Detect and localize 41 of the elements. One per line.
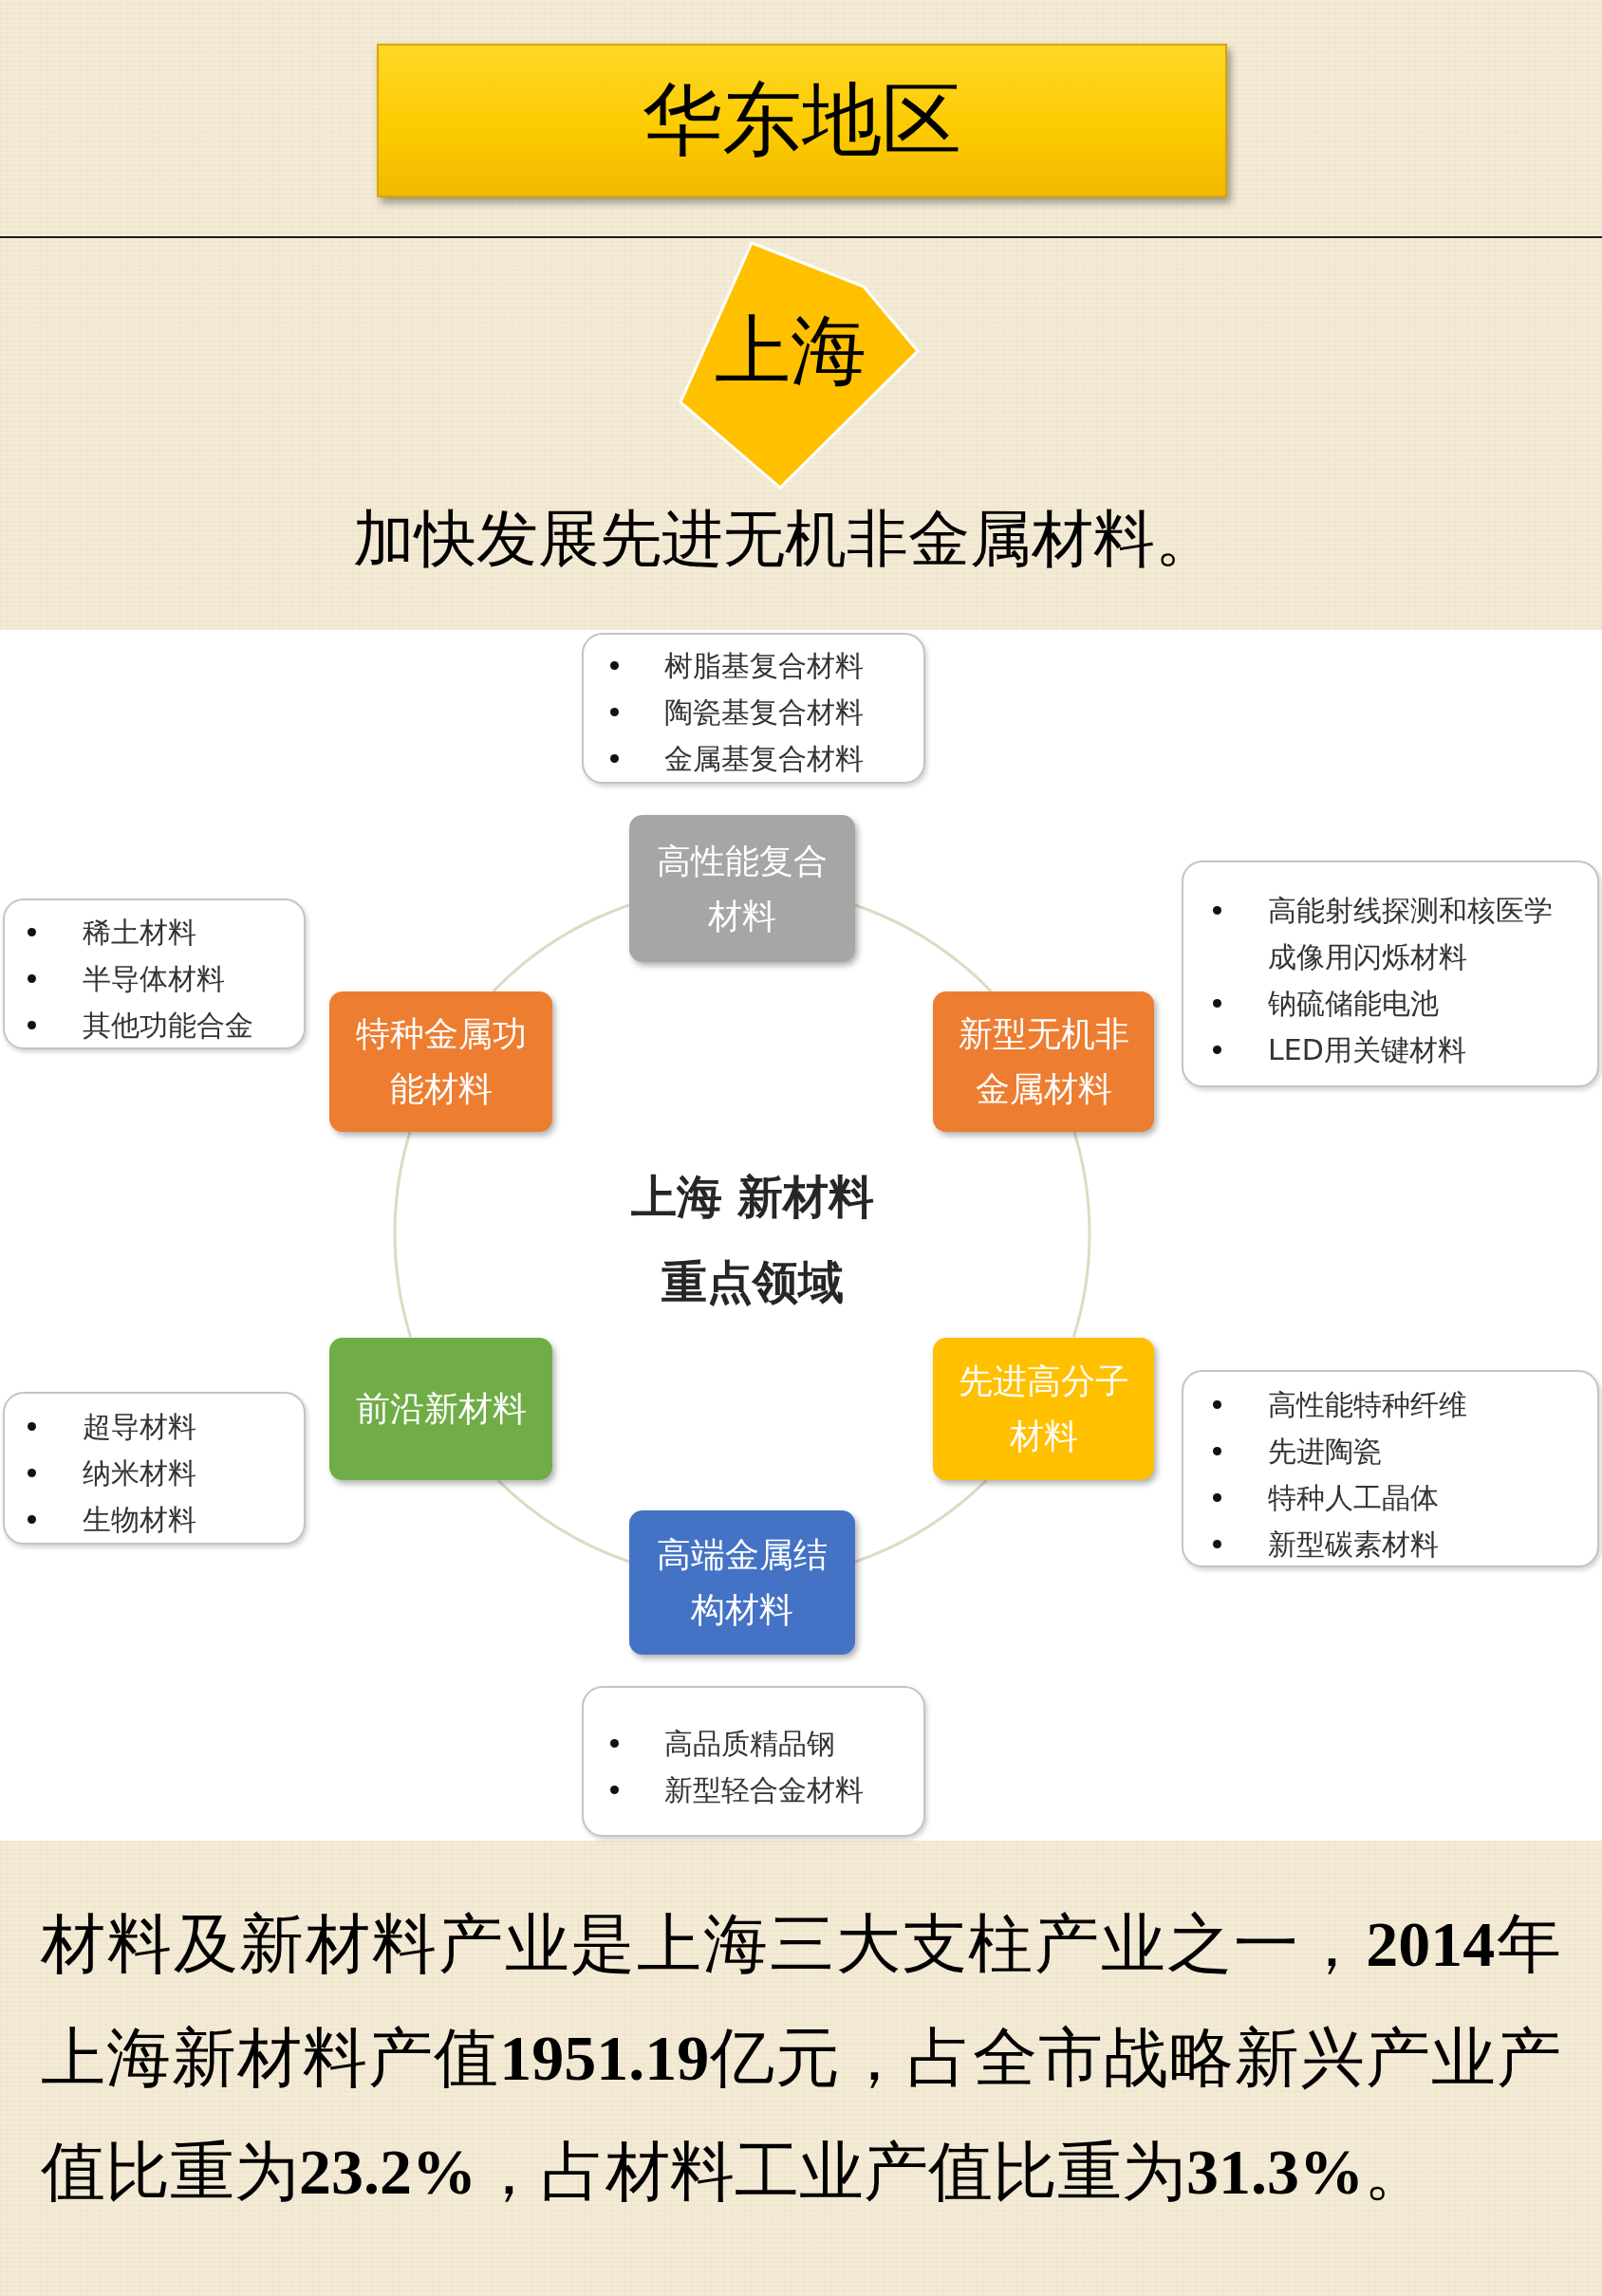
list-item: 高性能特种纤维 [1268, 1387, 1468, 1423]
list-item: 钠硫储能电池 [1268, 986, 1440, 1022]
ring-arc [394, 1131, 413, 1338]
list-item: 先进陶瓷 [1268, 1434, 1383, 1470]
category-box: 新型无机非金属材料 [933, 991, 1154, 1132]
subtitle-text: 加快发展先进无机非金属材料。 [353, 504, 1218, 575]
list-item: 特种人工晶体 [1268, 1480, 1440, 1516]
ring-arc [854, 1479, 988, 1564]
category-box: 高端金属结构材料 [629, 1510, 855, 1655]
list-item: 新型碳素材料 [1268, 1527, 1440, 1563]
list-item: 新型轻合金材料 [664, 1772, 865, 1808]
list-box [582, 633, 925, 784]
list-item: 生物材料 [83, 1502, 197, 1538]
badge-label: 上海 [714, 308, 867, 395]
list-item: 高品质精品钢 [664, 1726, 836, 1762]
list-box [1182, 1370, 1599, 1567]
category-box: 前沿新材料 [329, 1338, 552, 1480]
category-box: 先进高分子材料 [933, 1338, 1154, 1480]
category-box: 特种金属功能材料 [329, 991, 552, 1132]
list-item: LED用关键材料 [1268, 1032, 1467, 1068]
list-item: 金属基复合材料 [664, 741, 865, 777]
title-banner: 华东地区 [377, 44, 1227, 197]
list-box [3, 898, 306, 1049]
list-item: 超导材料 [83, 1409, 197, 1445]
list-item: 纳米材料 [83, 1455, 197, 1491]
body-paragraph: 材料及新材料产业是上海三大支柱产业之一，2014年上海新材料产值1951.19亿元，占全市战略新兴产业产值比重为23.2%，占材料工业产值比重为31.3%。 [41, 1907, 1561, 2210]
list-box [1182, 861, 1599, 1087]
category-box: 高性能复合材料 [629, 815, 855, 962]
list-item: 树脂基复合材料 [664, 648, 865, 684]
ring-arc [496, 1479, 630, 1564]
list-item: 半导体材料 [83, 961, 226, 997]
list-item: 高能射线探测和核医学成像用闪烁材料 [1268, 893, 1554, 975]
center-heading: 上海 新材料重点领域 [629, 1169, 876, 1310]
ring-arc [1071, 1131, 1090, 1338]
list-box [3, 1392, 306, 1545]
ring-arc [854, 903, 993, 992]
ring-arc [492, 903, 630, 992]
list-item: 其他功能合金 [83, 1008, 254, 1044]
list-item: 稀土材料 [83, 915, 197, 951]
list-item: 陶瓷基复合材料 [664, 694, 865, 731]
list-box [582, 1686, 925, 1837]
